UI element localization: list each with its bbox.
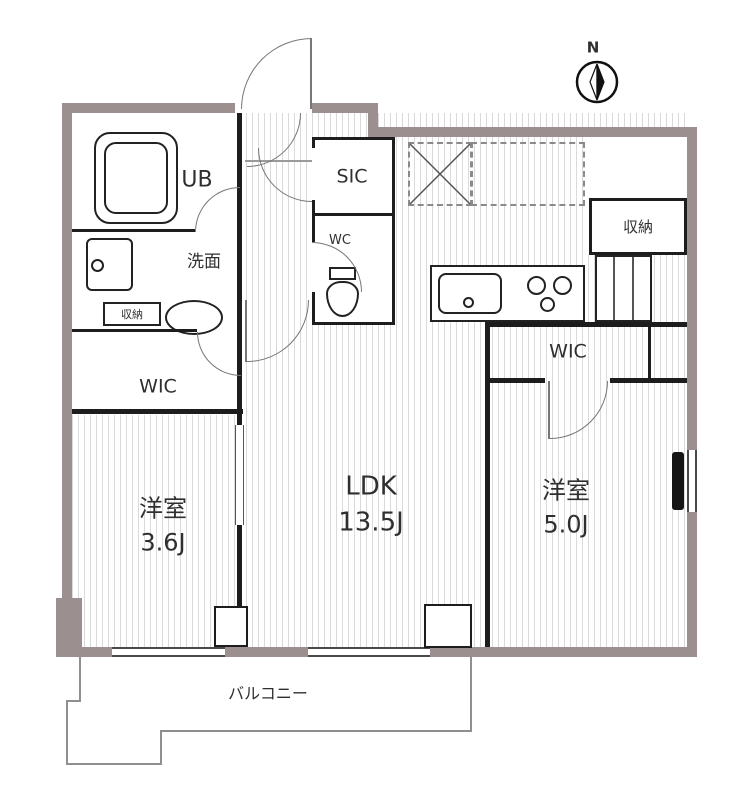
balcony-line bbox=[66, 763, 162, 765]
balcony-line bbox=[66, 700, 81, 702]
bedroom-left-label: 洋室 3.6J bbox=[139, 492, 187, 559]
balcony-line bbox=[160, 730, 162, 765]
cabinet-door-line bbox=[613, 257, 615, 320]
kitchen-corner-floor bbox=[588, 137, 687, 205]
balcony-line bbox=[160, 730, 472, 732]
entrance-step-line bbox=[245, 160, 312, 162]
wall-bottom-c bbox=[430, 647, 697, 657]
stove-burner-icon bbox=[527, 276, 546, 295]
bedroom-left-name: 洋室 bbox=[139, 494, 187, 523]
wall-top-entrance-right bbox=[312, 103, 378, 113]
wall-kitchen-wic-right bbox=[488, 322, 687, 327]
balcony-line bbox=[470, 657, 472, 732]
washroom-label: 洗面 bbox=[187, 252, 221, 273]
wall-wc-bottom bbox=[312, 322, 395, 325]
ldk-label: LDK 13.5J bbox=[338, 469, 404, 542]
washer-drain-icon bbox=[91, 259, 104, 272]
wc-label: WC bbox=[329, 232, 351, 248]
wall-wc-left-c bbox=[312, 292, 315, 325]
entrance-door-arc bbox=[241, 38, 312, 109]
wall-right-upper bbox=[687, 127, 697, 450]
entrance-door-leaf bbox=[310, 38, 312, 109]
sliding-door-bedroom-left bbox=[235, 425, 244, 525]
compass-circle-icon bbox=[575, 60, 619, 104]
wall-wic-left-bottom bbox=[72, 409, 243, 414]
wall-right-lower bbox=[687, 512, 697, 657]
kitchen-sink-icon bbox=[438, 273, 502, 314]
column bbox=[214, 606, 248, 647]
unit-bath-label: UB bbox=[181, 167, 213, 193]
ldk-size: 13.5J bbox=[338, 508, 404, 538]
refrigerator-space-icon bbox=[408, 142, 472, 206]
compass-needle-right-icon bbox=[596, 63, 605, 101]
storage-top-right-label: 収納 bbox=[622, 218, 653, 236]
door-leaf-right-wall bbox=[672, 452, 684, 510]
wall-sic-wc-right bbox=[392, 137, 395, 325]
north-label: N bbox=[586, 38, 600, 57]
bathtub-inner-icon bbox=[104, 142, 168, 214]
wall-hall-left bbox=[237, 113, 242, 415]
wall-washroom-divider bbox=[72, 329, 197, 332]
wall-wic-right-end bbox=[648, 325, 651, 380]
wall-bottom-b bbox=[225, 647, 308, 657]
wall-bath-divider bbox=[72, 229, 195, 232]
wic-right-label: WIC bbox=[549, 340, 587, 363]
sic-label: SIC bbox=[336, 165, 368, 188]
wall-top-right bbox=[368, 127, 697, 137]
wall-bottom-a bbox=[62, 647, 112, 657]
bedroom-left-size: 3.6J bbox=[140, 528, 186, 556]
wall-left-corner-block bbox=[56, 598, 82, 657]
wic-left-label: WIC bbox=[139, 375, 177, 398]
wall-sic-left-a bbox=[312, 137, 315, 148]
column bbox=[424, 604, 472, 648]
wall-top-step bbox=[368, 103, 378, 137]
wall-left bbox=[62, 103, 72, 657]
wall-wic-right-bottom-b bbox=[610, 378, 687, 383]
kitchen-tall-cabinet bbox=[595, 255, 652, 322]
washroom-storage-box: 収納 bbox=[103, 302, 161, 326]
wall-bedroom-left-top bbox=[237, 415, 242, 425]
wall-top-left bbox=[62, 103, 235, 113]
window-ldk bbox=[308, 647, 430, 657]
wall-sic-left-b bbox=[312, 200, 315, 242]
bedroom-right-door-leaf bbox=[548, 381, 550, 439]
balcony-label: バルコニー bbox=[228, 683, 308, 703]
bedroom-right-size: 5.0J bbox=[543, 510, 589, 538]
ldk-name: LDK bbox=[345, 471, 397, 502]
wic-left-floor bbox=[72, 332, 242, 415]
hall-ldk-door-leaf bbox=[245, 300, 247, 362]
wall-sic-wc-divider bbox=[312, 213, 395, 216]
stove-burner-icon bbox=[553, 276, 572, 295]
storage-top-right-box: 収納 bbox=[589, 198, 687, 255]
stove-burner-icon bbox=[540, 297, 555, 312]
balcony-line bbox=[66, 700, 68, 765]
toilet-bowl-icon bbox=[326, 281, 359, 317]
window-bedroom-left bbox=[112, 647, 225, 657]
sink-drain-icon bbox=[463, 297, 474, 308]
wall-bedroom-left-bottom bbox=[237, 525, 242, 647]
cupboard-space-icon bbox=[471, 142, 585, 206]
wall-wic-right-bottom-a bbox=[488, 378, 545, 383]
cabinet-door-line bbox=[632, 257, 634, 320]
wall-sic-top bbox=[312, 137, 395, 140]
door-gap-right-wall bbox=[687, 450, 697, 512]
wall-ldk-bedroom-right bbox=[485, 322, 490, 647]
balcony-line bbox=[79, 657, 81, 702]
compass-needle-left-icon bbox=[589, 63, 598, 101]
bedroom-right-name: 洋室 bbox=[542, 476, 590, 505]
bedroom-right-label: 洋室 5.0J bbox=[542, 474, 590, 541]
toilet-tank-icon bbox=[329, 267, 356, 280]
washroom-storage-label: 収納 bbox=[121, 308, 143, 321]
